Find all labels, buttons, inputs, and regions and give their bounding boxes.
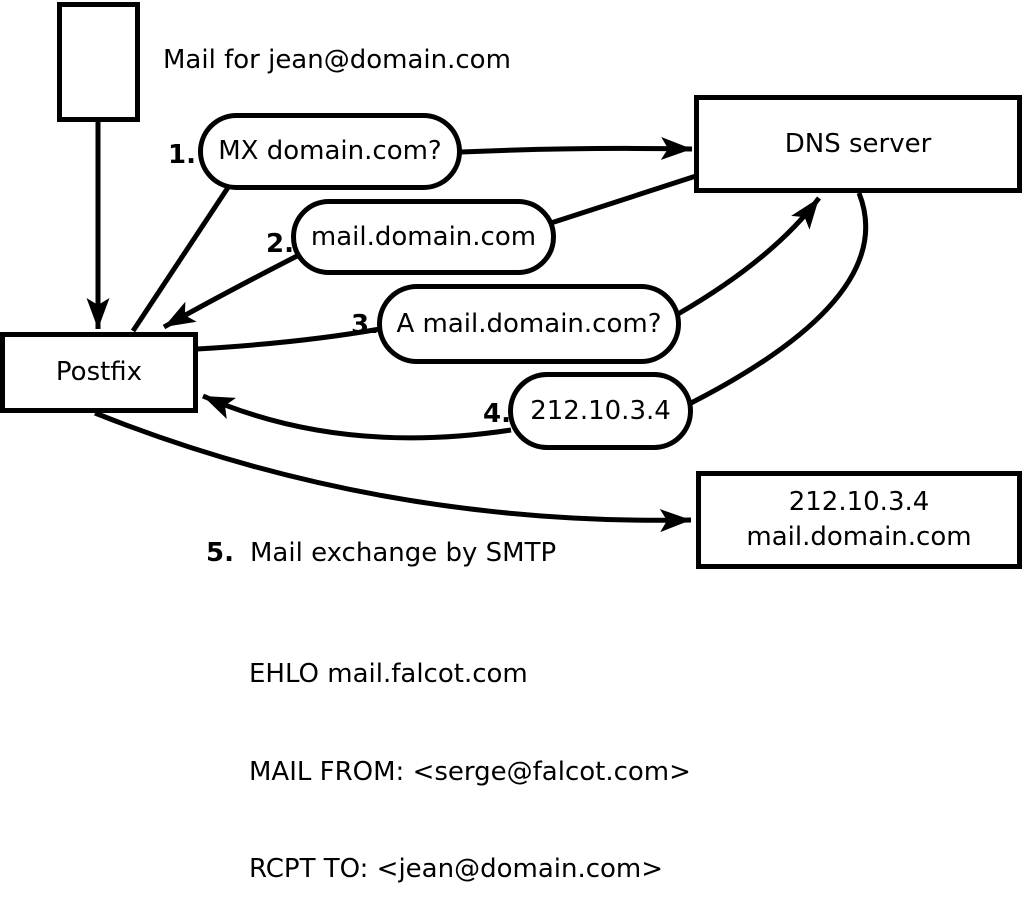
step5-label: Mail exchange by SMTP — [250, 538, 557, 568]
smtp-line: MAIL FROM: <serge@falcot.com> — [249, 756, 691, 787]
step3-number: 3. — [351, 310, 379, 340]
diagram-title: Mail for jean@domain.com — [163, 45, 511, 75]
step1-query-label: MX domain.com? — [218, 136, 442, 167]
step1-number: 1. — [168, 140, 196, 170]
smtp-line: EHLO mail.falcot.com — [249, 659, 528, 689]
step3-query-label: A mail.domain.com? — [396, 308, 662, 339]
step4-response-pill: 212.10.3.4 — [508, 372, 693, 450]
step1-query-pill: MX domain.com? — [198, 113, 462, 190]
line-postfix-to-step1 — [130, 184, 232, 333]
arrow-postfix-to-mailhost — [94, 410, 692, 533]
line-dns-to-step4 — [689, 192, 869, 406]
line-postfix-to-step3 — [196, 326, 381, 352]
step2-response-label: mail.domain.com — [310, 221, 537, 252]
postfix-node: Postfix — [0, 332, 198, 413]
line-dns-to-step2 — [550, 173, 697, 226]
step3-query-pill: A mail.domain.com? — [377, 284, 681, 364]
mail-host-ip: 212.10.3.4 — [788, 487, 930, 517]
postfix-node-label: Postfix — [55, 357, 143, 388]
mail-envelope-node — [57, 2, 140, 122]
step4-response-label: 212.10.3.4 — [530, 395, 671, 426]
arrow-step4-to-postfix — [201, 393, 512, 441]
dns-server-node-label: DNS server — [784, 128, 932, 159]
arrow-step2-to-postfix — [162, 253, 299, 330]
smtp-transcript: EHLO mail.falcot.com MAIL FROM: <serge@f… — [249, 593, 691, 919]
step5-number: 5. — [206, 538, 234, 568]
step2-response-pill: mail.domain.com — [291, 199, 556, 275]
dns-server-node: DNS server — [694, 95, 1022, 193]
mail-host-node: 212.10.3.4 mail.domain.com — [696, 471, 1022, 569]
arrow-step1-to-dns — [460, 136, 693, 160]
step4-number: 4. — [483, 399, 511, 429]
step2-number: 2. — [266, 229, 294, 259]
arrow-step3-to-dns — [676, 196, 821, 317]
smtp-line: RCPT TO: <jean@domain.com> — [249, 854, 664, 884]
mail-host-name: mail.domain.com — [746, 522, 972, 552]
